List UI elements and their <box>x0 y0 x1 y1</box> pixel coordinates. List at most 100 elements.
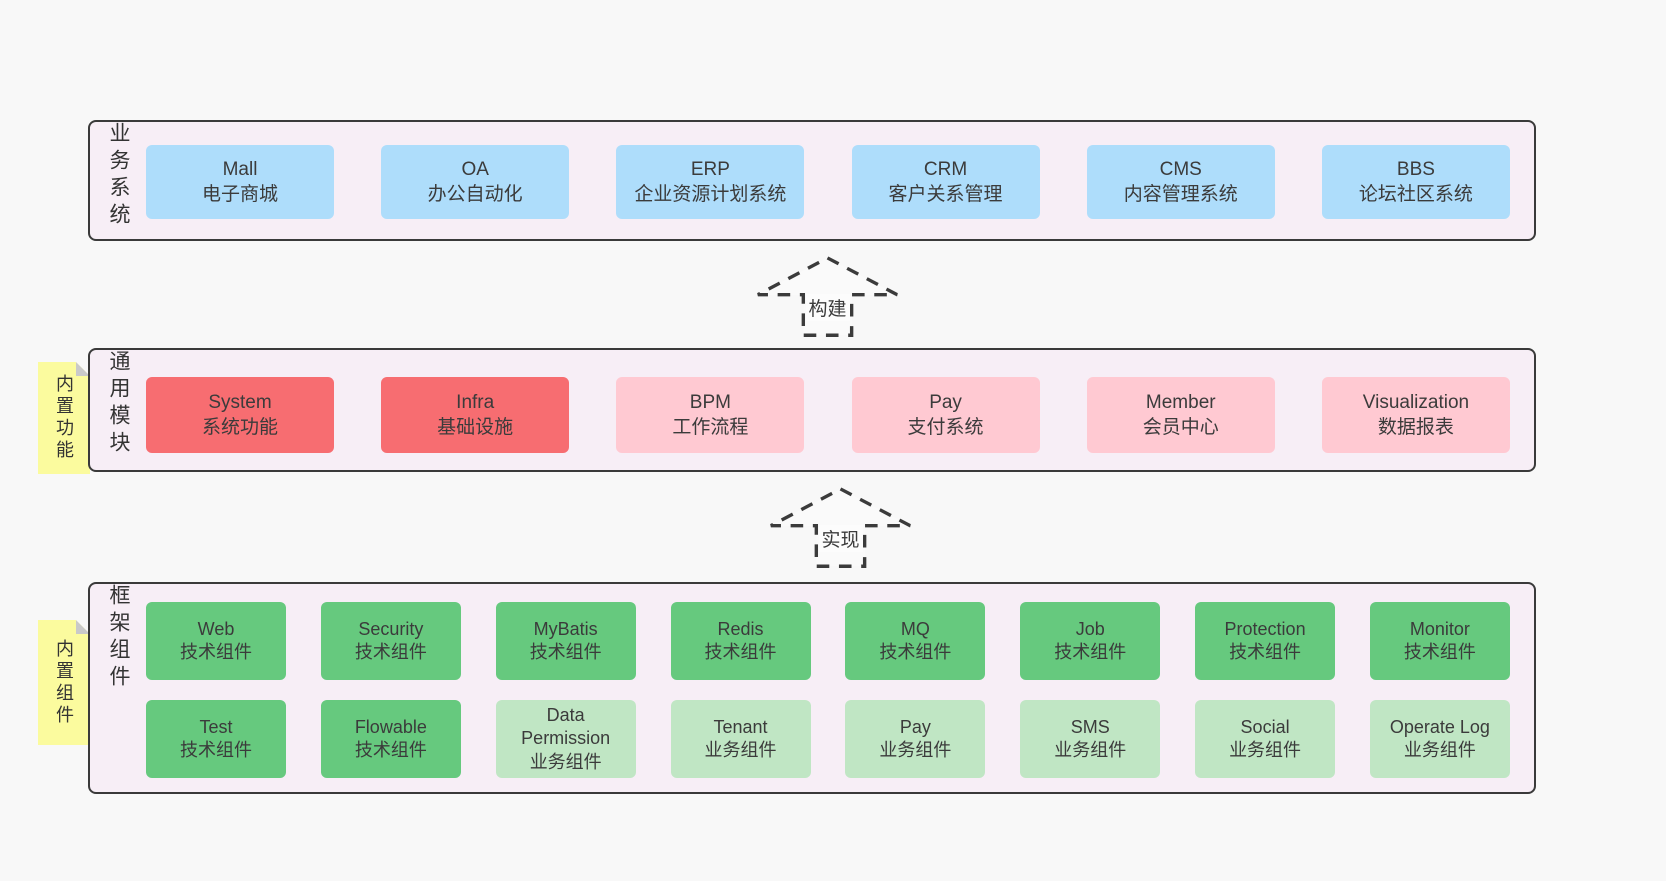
node-sms: SMS 业务组件 <box>1020 700 1161 778</box>
node-subtitle: 技术组件 <box>1054 642 1127 662</box>
node-title: Job <box>1075 618 1105 639</box>
components-box-row-2: Test 技术组件 Flowable 技术组件 Data Permission … <box>146 700 1510 778</box>
node-title: BPM <box>689 391 731 413</box>
node-title: Web <box>197 618 235 639</box>
node-subtitle: 业务组件 <box>1229 740 1302 760</box>
layer-label-modules: 通用模块 <box>107 350 130 458</box>
node-subtitle: 技术组件 <box>879 642 952 662</box>
node-title: Data Permission <box>521 705 611 749</box>
node-subtitle: 技术组件 <box>354 740 427 760</box>
node-title: Operate Log <box>1389 716 1490 737</box>
node-subtitle: 客户关系管理 <box>888 184 1003 205</box>
node-social: Social 业务组件 <box>1195 700 1336 778</box>
node-title: Pay <box>929 391 962 413</box>
node-title: Test <box>199 716 233 737</box>
node-title: Flowable <box>354 716 427 737</box>
node-pay: Pay 支付系统 <box>851 377 1040 453</box>
node-title: MQ <box>900 618 930 639</box>
node-title: MyBatis <box>533 618 598 639</box>
node-pay-biz: Pay 业务组件 <box>845 700 986 778</box>
node-title: Pay <box>899 716 931 737</box>
node-subtitle: 内容管理系统 <box>1123 184 1238 205</box>
node-bbs: BBS 论坛社区系统 <box>1321 145 1510 219</box>
node-subtitle: 论坛社区系统 <box>1358 184 1473 205</box>
node-data-permission: Data Permission 业务组件 <box>495 700 636 778</box>
node-oa: OA 办公自动化 <box>381 145 570 219</box>
sticky-note-text: 内置功能 <box>54 374 74 462</box>
node-title: Visualization <box>1362 391 1470 413</box>
arrow-implement-label: 实现 <box>818 525 863 552</box>
arrow-build: 构建 <box>755 256 900 340</box>
node-subtitle: 技术组件 <box>1403 642 1476 662</box>
node-web: Web 技术组件 <box>146 602 286 680</box>
node-tenant: Tenant 业务组件 <box>670 700 811 778</box>
layer-business-systems: 业务系统 Mall 电子商城 OA 办公自动化 ERP 企业资源计划系统 CRM… <box>88 120 1536 241</box>
node-subtitle: 数据报表 <box>1377 417 1454 438</box>
node-visualization: Visualization 数据报表 <box>1321 377 1510 453</box>
layer-label-components: 框架组件 <box>107 584 130 692</box>
node-subtitle: 系统功能 <box>201 417 278 438</box>
layer-common-modules: 通用模块 System 系统功能 Infra 基础设施 BPM 工作流程 Pay… <box>88 348 1536 472</box>
node-monitor: Monitor 技术组件 <box>1369 602 1510 680</box>
node-test: Test 技术组件 <box>146 700 286 778</box>
node-subtitle: 企业资源计划系统 <box>634 184 787 205</box>
arrow-build-label: 构建 <box>805 294 850 321</box>
sticky-note-text: 内置组件 <box>54 638 74 727</box>
node-infra: Infra 基础设施 <box>381 377 570 453</box>
node-subtitle: 会员中心 <box>1142 417 1219 438</box>
node-mall: Mall 电子商城 <box>146 145 334 219</box>
node-title: Member <box>1145 391 1216 413</box>
arrow-implement: 实现 <box>768 487 913 571</box>
node-operate-log: Operate Log 业务组件 <box>1369 700 1510 778</box>
node-subtitle: 工作流程 <box>672 417 749 438</box>
node-title: Mall <box>222 158 258 180</box>
note-fold-icon <box>76 620 90 634</box>
node-title: Security <box>358 618 424 639</box>
node-title: Social <box>1240 716 1290 737</box>
node-flowable: Flowable 技术组件 <box>320 700 461 778</box>
node-title: Redis <box>717 618 764 639</box>
node-subtitle: 业务组件 <box>1403 740 1476 760</box>
node-subtitle: 支付系统 <box>907 417 984 438</box>
sticky-note-builtin-features: 内置功能 <box>38 362 90 474</box>
node-title: Monitor <box>1409 618 1470 639</box>
node-subtitle: 业务组件 <box>1054 740 1127 760</box>
node-erp: ERP 企业资源计划系统 <box>616 145 805 219</box>
node-title: BBS <box>1396 158 1435 180</box>
node-subtitle: 业务组件 <box>704 740 777 760</box>
node-title: CRM <box>923 158 968 180</box>
node-subtitle: 电子商城 <box>201 184 278 205</box>
node-system: System 系统功能 <box>146 377 334 453</box>
node-bpm: BPM 工作流程 <box>616 377 805 453</box>
node-subtitle: 办公自动化 <box>427 184 523 205</box>
components-box-row-1: Web 技术组件 Security 技术组件 MyBatis 技术组件 Redi… <box>146 602 1510 680</box>
node-title: Protection <box>1224 618 1306 639</box>
node-mybatis: MyBatis 技术组件 <box>495 602 636 680</box>
layer-label-business: 业务系统 <box>107 122 130 230</box>
node-mq: MQ 技术组件 <box>845 602 986 680</box>
node-crm: CRM 客户关系管理 <box>851 145 1040 219</box>
node-cms: CMS 内容管理系统 <box>1086 145 1275 219</box>
node-subtitle: 技术组件 <box>354 642 427 662</box>
node-subtitle: 业务组件 <box>879 740 952 760</box>
business-box-row: Mall 电子商城 OA 办公自动化 ERP 企业资源计划系统 CRM 客户关系… <box>146 145 1510 219</box>
node-subtitle: 基础设施 <box>437 417 514 438</box>
node-member: Member 会员中心 <box>1086 377 1275 453</box>
node-subtitle: 技术组件 <box>704 642 777 662</box>
node-title: System <box>208 391 272 413</box>
node-subtitle: 技术组件 <box>1229 642 1302 662</box>
node-protection: Protection 技术组件 <box>1195 602 1336 680</box>
node-title: SMS <box>1070 716 1110 737</box>
node-redis: Redis 技术组件 <box>670 602 811 680</box>
node-subtitle: 技术组件 <box>180 740 252 760</box>
node-title: Tenant <box>713 716 768 737</box>
node-title: CMS <box>1159 158 1202 180</box>
node-security: Security 技术组件 <box>320 602 461 680</box>
node-subtitle: 技术组件 <box>180 642 252 662</box>
node-title: Infra <box>456 391 495 413</box>
node-job: Job 技术组件 <box>1020 602 1161 680</box>
node-title: OA <box>461 158 489 180</box>
node-subtitle: 业务组件 <box>529 751 602 772</box>
note-fold-icon <box>76 362 90 376</box>
